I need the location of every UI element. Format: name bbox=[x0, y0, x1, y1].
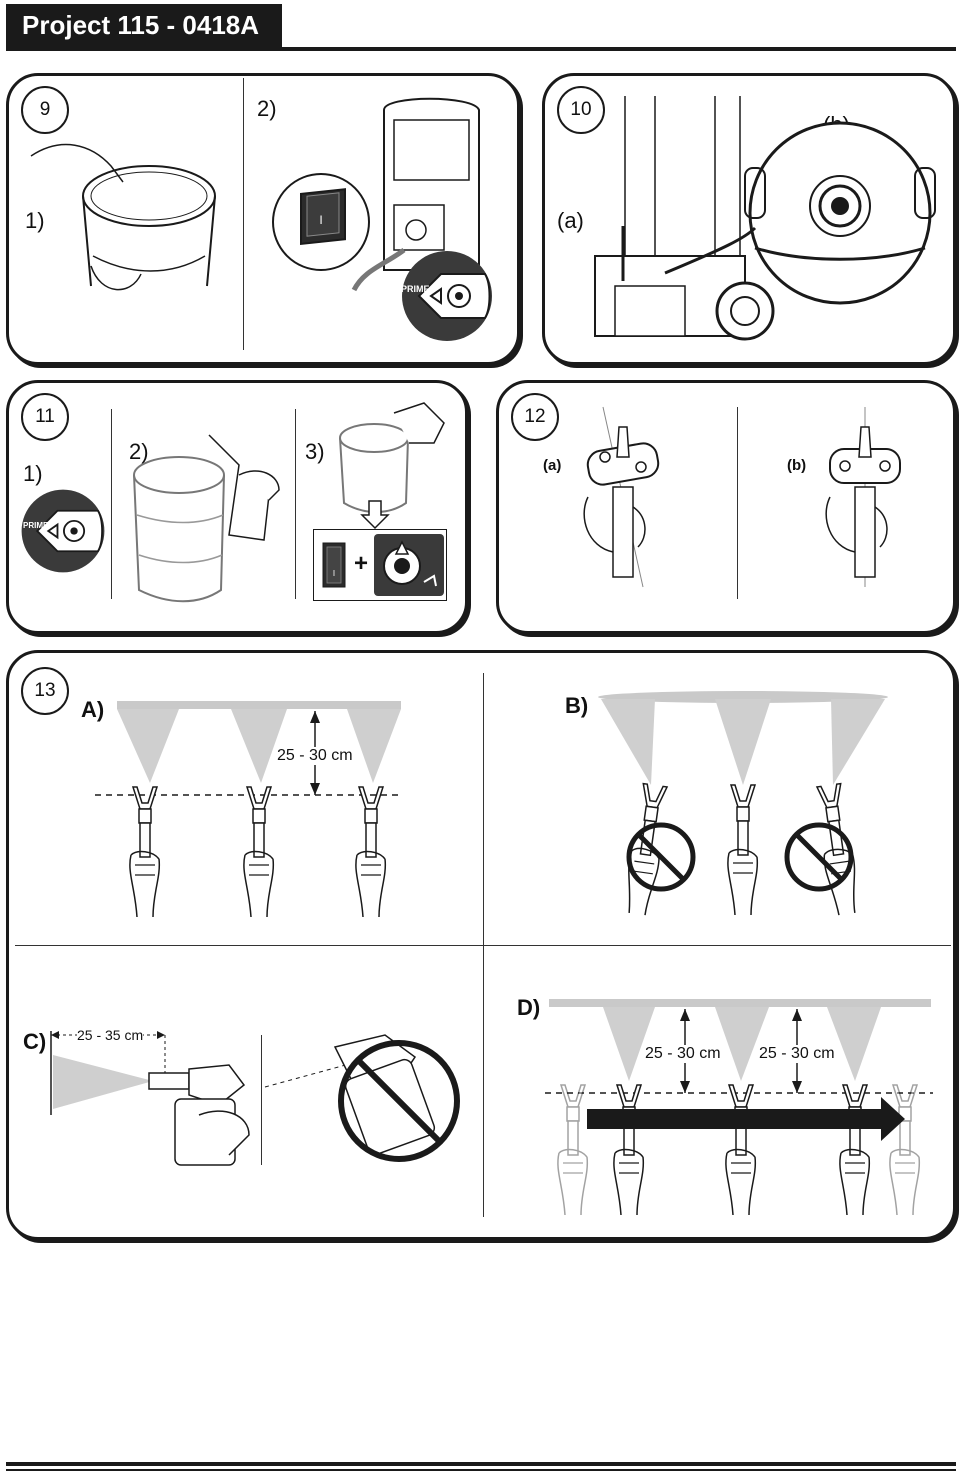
step-10-panel: 10 (a) (b) bbox=[542, 73, 956, 365]
divider bbox=[737, 407, 738, 599]
prime-knob-icon bbox=[401, 250, 493, 342]
section-a-diagram bbox=[95, 701, 401, 918]
arrow-down-icon bbox=[360, 500, 390, 530]
part-2-label: 2) bbox=[129, 439, 149, 464]
switch-and-dial-box: I + bbox=[313, 529, 447, 601]
section-a-label: A) bbox=[81, 697, 105, 722]
step-number: 10 bbox=[557, 86, 605, 134]
spray-tip-guard-icon bbox=[583, 406, 660, 588]
part-3-label: 3) bbox=[305, 439, 325, 464]
section-d-label: D) bbox=[517, 995, 541, 1020]
divider bbox=[295, 409, 296, 599]
distance-label: 25 - 30 cm bbox=[759, 1045, 835, 1063]
arrow-right-icon bbox=[587, 1097, 905, 1141]
section-b-diagram bbox=[598, 691, 888, 917]
footer-rule bbox=[6, 1462, 956, 1466]
section-c-label: C) bbox=[23, 1029, 47, 1054]
step-number: 9 bbox=[21, 86, 69, 134]
distance-label: 25 - 30 cm bbox=[645, 1045, 721, 1063]
step-12-panel: 12 (a) (b) bbox=[496, 380, 956, 634]
prime-knob-icon bbox=[20, 488, 106, 574]
sprayer-unit-illustration bbox=[351, 97, 480, 292]
prime-label: PRIME bbox=[23, 521, 49, 530]
divider bbox=[111, 409, 112, 599]
label-a: (a) bbox=[557, 208, 584, 233]
page-title: Project 115 - 0418A bbox=[22, 10, 260, 40]
spray-tip-guard-icon bbox=[825, 407, 901, 587]
step-number: 12 bbox=[511, 393, 559, 441]
part-1-label: 1) bbox=[23, 461, 43, 486]
divider bbox=[243, 78, 244, 350]
svg-text:I: I bbox=[319, 213, 322, 227]
divider bbox=[261, 1035, 262, 1165]
header-rule bbox=[6, 47, 956, 51]
svg-text:I: I bbox=[333, 569, 335, 578]
step-11-panel: 11 1) 2) 3) PRIME I + bbox=[6, 380, 468, 634]
part-1-label: 1) bbox=[25, 208, 45, 233]
footer-rule bbox=[6, 1469, 956, 1471]
plus-sign: + bbox=[354, 550, 369, 577]
power-switch-icon: I bbox=[272, 173, 370, 271]
step-13-panel: 13 A) 25 - 30 cm B) C) bbox=[6, 650, 956, 1240]
section-d-diagram bbox=[545, 999, 933, 1216]
step-9-panel: 9 1) 2) I PRIME bbox=[6, 73, 520, 365]
filter-detail-icon bbox=[664, 121, 936, 305]
bucket-icon bbox=[30, 143, 216, 291]
power-switch-icon: I bbox=[322, 542, 346, 588]
pressure-dial-icon bbox=[374, 534, 444, 596]
section-b-label: B) bbox=[565, 693, 589, 718]
section-c-diagram bbox=[50, 1031, 250, 1166]
step-number: 13 bbox=[21, 667, 69, 715]
header-bar bbox=[6, 4, 282, 48]
part-2-label: 2) bbox=[257, 96, 277, 121]
bucket-with-gun-illustration bbox=[133, 434, 280, 603]
section-c-wrong-diagram bbox=[264, 1034, 460, 1162]
sprayer-unit-illustration bbox=[594, 96, 775, 341]
distance-label: 25 - 30 cm bbox=[277, 747, 353, 765]
bucket-with-gun-illustration bbox=[339, 402, 445, 513]
prime-label: PRIME bbox=[401, 284, 430, 294]
step-number: 11 bbox=[21, 393, 69, 441]
divider bbox=[15, 945, 951, 946]
distance-label: 25 - 35 cm bbox=[77, 1027, 144, 1043]
label-b: (b) bbox=[787, 457, 807, 474]
label-a: (a) bbox=[543, 457, 562, 474]
